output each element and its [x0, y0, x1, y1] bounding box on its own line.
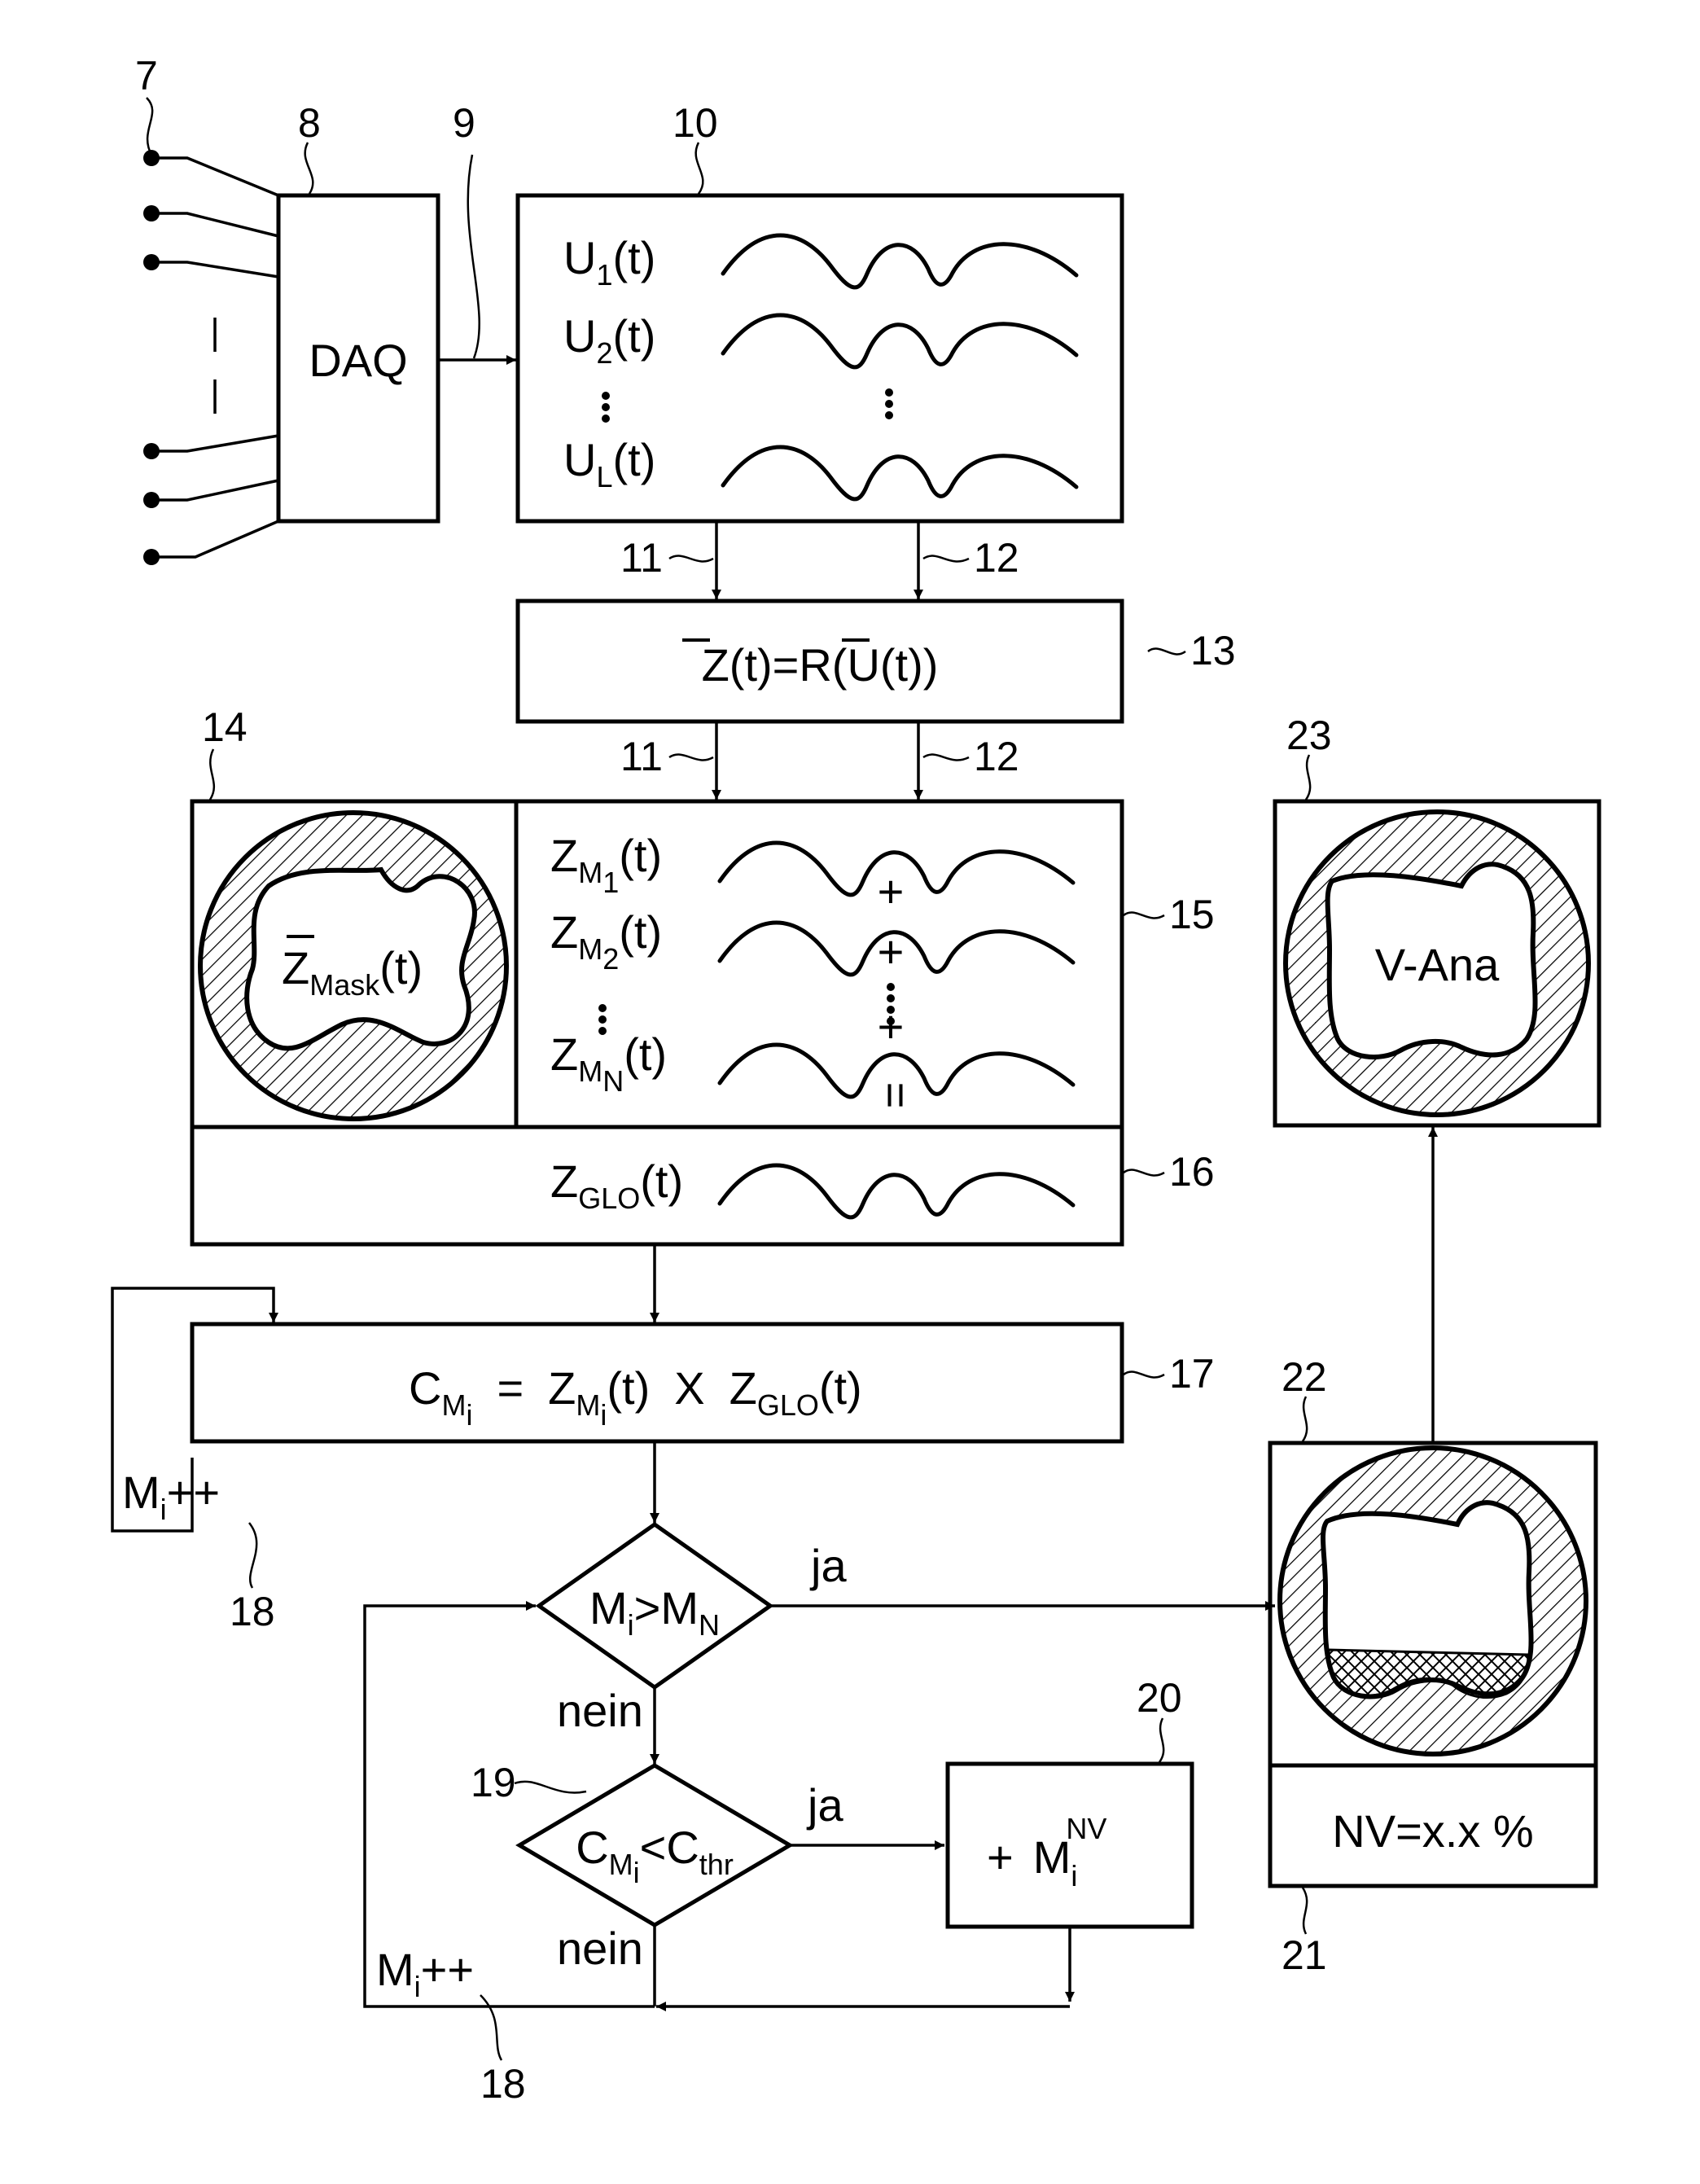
- correlation-block: [192, 1324, 1122, 1441]
- decision-1-nein: nein: [557, 1685, 643, 1736]
- leader-8: [305, 143, 313, 194]
- sum-plus-3: +: [878, 1001, 905, 1052]
- ref-17: 17: [1169, 1351, 1215, 1397]
- signal-ul-label: UL(t): [563, 434, 655, 493]
- leader-18-left: [249, 1523, 256, 1588]
- waveform-zglo: [720, 1165, 1073, 1217]
- leader-22: [1303, 1397, 1307, 1441]
- ref-15: 15: [1169, 892, 1215, 937]
- electrode-inputs: [143, 150, 278, 565]
- ref-16: 16: [1169, 1149, 1215, 1195]
- leader-7: [147, 98, 152, 155]
- nv-percentage: NV=x.x %: [1332, 1805, 1533, 1857]
- ref-14: 14: [202, 704, 248, 750]
- decision-2-label: CMi<Cthr: [576, 1822, 734, 1889]
- ref-22: 22: [1282, 1354, 1327, 1400]
- leader-17: [1124, 1372, 1164, 1378]
- increment-label-left: Mi++: [122, 1467, 220, 1526]
- ref-7: 7: [135, 53, 158, 99]
- signal-zm1-label: ZM1(t): [550, 830, 662, 899]
- ref-20: 20: [1137, 1675, 1182, 1721]
- vertical-ellipsis-left: [602, 392, 610, 423]
- signal-u1-label: U1(t): [563, 232, 655, 292]
- ref-12-upper: 12: [974, 535, 1019, 581]
- ref-18-bottom: 18: [480, 2061, 526, 2107]
- ref-23: 23: [1286, 713, 1332, 758]
- decision-2-nein: nein: [557, 1923, 643, 1974]
- sum-plus-2: +: [878, 926, 905, 977]
- leader-9: [468, 155, 480, 358]
- ref-13: 13: [1190, 628, 1236, 673]
- leader-16: [1124, 1170, 1164, 1176]
- ref-19: 19: [471, 1760, 516, 1805]
- ref-9: 9: [453, 100, 475, 146]
- waveform-u1: [723, 235, 1076, 287]
- leader-14: [210, 749, 214, 800]
- ref-11-lower: 11: [620, 734, 663, 779]
- leader-12-lower: [923, 755, 969, 761]
- signal-zm2-label: ZM2(t): [550, 906, 662, 976]
- leader-21: [1303, 1888, 1307, 1934]
- leader-11-upper: [669, 556, 713, 562]
- vertical-ellipsis-mask-left: [598, 1004, 607, 1035]
- vertical-ellipsis-right: [885, 388, 893, 419]
- thorax-non-ventilated-image: [1280, 1448, 1586, 1754]
- leader-20: [1159, 1718, 1163, 1762]
- ref-8: 8: [298, 100, 321, 146]
- leader-18-bottom: [480, 1995, 502, 2060]
- add-block-label: +MiNV: [987, 1812, 1106, 1892]
- ref-11-upper: 11: [620, 535, 663, 581]
- ref-10: 10: [673, 100, 718, 146]
- waveform-ul: [723, 447, 1076, 499]
- correlation-equation: CMi=ZMi(t)XZGLO(t): [409, 1362, 862, 1432]
- leader-19: [515, 1782, 586, 1793]
- sum-equals: =: [870, 1082, 922, 1109]
- signal-zmn-label: ZMN(t): [550, 1028, 667, 1098]
- leader-15: [1124, 913, 1164, 919]
- reconstruction-equation: Z(t)=R(U(t)): [702, 639, 939, 691]
- thorax-mask-image: [200, 813, 506, 1119]
- global-signal-label: ZGLO(t): [550, 1156, 683, 1215]
- v-ana-label: V-Ana: [1375, 939, 1500, 990]
- ref-18-left: 18: [230, 1589, 275, 1634]
- decision-2-ja: ja: [806, 1779, 843, 1831]
- decision-1-label: Mi>MN: [589, 1582, 720, 1642]
- decision-1-ja: ja: [809, 1540, 847, 1591]
- ref-21: 21: [1282, 1932, 1327, 1978]
- leader-13: [1148, 649, 1185, 655]
- sum-plus-1: +: [878, 866, 905, 917]
- waveform-u2: [723, 315, 1076, 367]
- increment-label-bottom: Mi++: [376, 1944, 474, 2003]
- leader-10: [696, 143, 703, 194]
- ref-12-lower: 12: [974, 734, 1019, 779]
- leader-11-lower: [669, 755, 713, 761]
- signal-u2-label: U2(t): [563, 310, 655, 370]
- leader-23: [1306, 755, 1310, 800]
- daq-label: DAQ: [309, 335, 407, 386]
- leader-12-upper: [923, 556, 969, 562]
